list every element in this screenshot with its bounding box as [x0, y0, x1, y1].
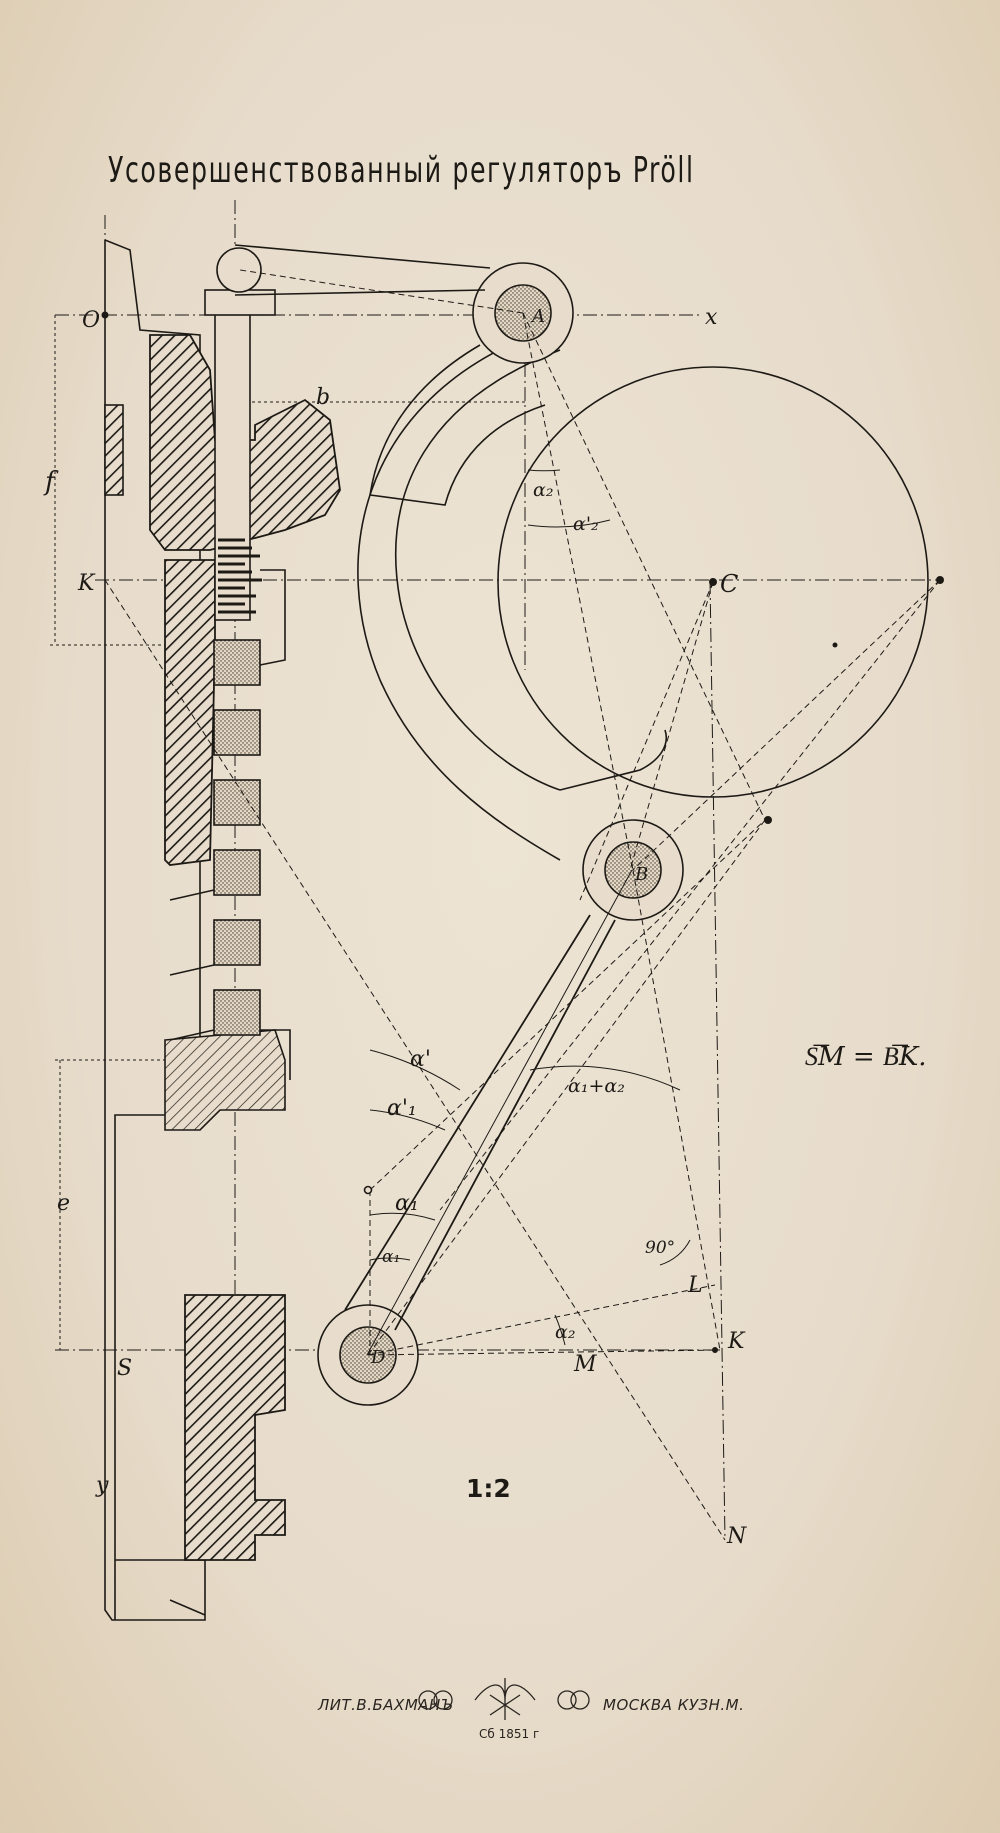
label-90: 90°	[645, 1238, 675, 1258]
label-A: A	[530, 306, 545, 327]
label-S: S	[117, 1356, 132, 1381]
label-x: x	[705, 305, 718, 330]
label-K-left: K	[77, 571, 96, 596]
label-K-right: K	[727, 1329, 746, 1354]
label-L: L	[687, 1273, 703, 1298]
label-b: b	[316, 385, 330, 410]
imprint-emblem	[418, 1678, 590, 1720]
link-rod	[344, 914, 616, 1331]
construction-points	[101, 311, 944, 1353]
rack-teeth	[169, 569, 291, 1080]
label-f: f	[43, 467, 59, 497]
scale-label: 1:2	[466, 1474, 511, 1503]
imprint-publisher: ЛИТ.В.БАХМАНЪ	[318, 1696, 454, 1714]
label-alpha2-prime: α'₂	[573, 513, 599, 535]
label-alpha2: α₂	[555, 1321, 575, 1343]
label-alpha1-prime: α'₁	[387, 1096, 417, 1121]
foot-section	[184, 1294, 286, 1561]
label-N: N	[726, 1524, 747, 1549]
label-C: C	[720, 570, 738, 598]
label-M: M	[573, 1352, 597, 1377]
imprint-date: Сб 1851 г	[479, 1727, 540, 1741]
label-e: e	[57, 1191, 70, 1216]
label-O: O	[82, 308, 100, 333]
ball-circle	[497, 366, 929, 798]
body-section-lower	[164, 1029, 286, 1131]
label-alpha-sum: α₁+α₂	[568, 1075, 625, 1097]
label-D: D	[370, 1347, 386, 1368]
label-alpha-prime: α'	[410, 1047, 431, 1072]
imprint-city: МОСКВА КУЗН.М.	[603, 1696, 745, 1714]
equation-label: S͞M = B͞K.	[805, 1042, 927, 1072]
label-B: B	[634, 864, 648, 885]
construction-lines	[104, 269, 941, 1541]
label-alpha-small: α₁	[382, 1247, 400, 1267]
label-alpha2-top: α₂	[533, 479, 553, 501]
angle-arcs	[369, 469, 691, 1346]
pivot-D-hub	[216, 247, 262, 293]
spindle	[214, 299, 251, 621]
label-y: y	[95, 1473, 109, 1498]
body-section-mid	[164, 559, 216, 866]
plate-title: Усовершенствованный регуляторъ Pröll	[108, 150, 695, 191]
bell-crank-arm	[357, 339, 561, 861]
label-alpha1: α₁	[395, 1191, 419, 1216]
dimension-lines	[50, 315, 525, 1350]
